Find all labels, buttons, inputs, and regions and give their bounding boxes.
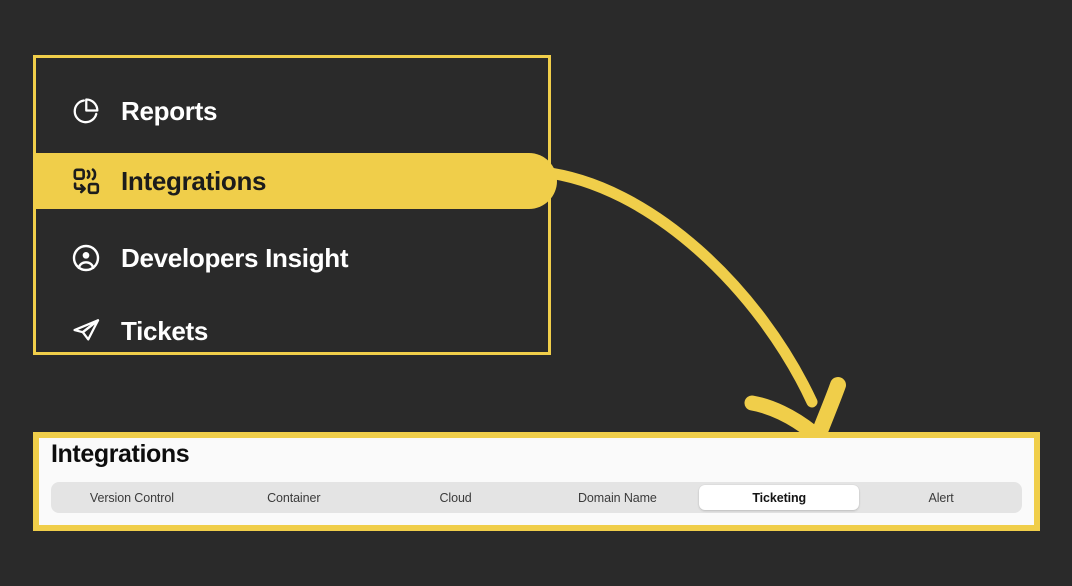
tab-ticketing[interactable]: Ticketing	[699, 485, 860, 510]
paper-plane-icon	[69, 314, 103, 348]
pie-chart-icon	[69, 94, 103, 128]
tab-version-control[interactable]: Version Control	[89, 490, 174, 505]
sidebar-nav-list: Reports Integrations	[36, 58, 557, 352]
tab-container[interactable]: Container	[267, 490, 321, 505]
sidebar-item-label: Reports	[121, 95, 218, 126]
sidebar-item-label: Developers Insight	[121, 242, 349, 273]
sidebar-item-tickets[interactable]: Tickets	[36, 303, 548, 359]
sidebar-item-integrations[interactable]: Integrations	[36, 153, 557, 209]
user-circle-icon	[69, 241, 103, 275]
integrations-content-panel: Integrations Version Control Container C…	[33, 432, 1040, 531]
sidebar-panel: Reports Integrations	[33, 55, 557, 355]
integrations-icon	[69, 164, 103, 198]
sidebar-item-reports[interactable]: Reports	[36, 83, 548, 139]
tab-domain-name[interactable]: Domain Name	[578, 490, 657, 505]
callout-arrow	[520, 140, 890, 470]
integrations-tabstrip: Version Control Container Cloud Domain N…	[51, 482, 1022, 513]
sidebar-item-developers-insight[interactable]: Developers Insight	[36, 230, 548, 286]
tab-alert[interactable]: Alert	[928, 490, 954, 505]
sidebar-item-label: Integrations	[121, 165, 267, 196]
sidebar-item-label: Tickets	[121, 315, 209, 346]
tab-cloud[interactable]: Cloud	[439, 490, 472, 505]
page-title: Integrations	[51, 440, 190, 468]
